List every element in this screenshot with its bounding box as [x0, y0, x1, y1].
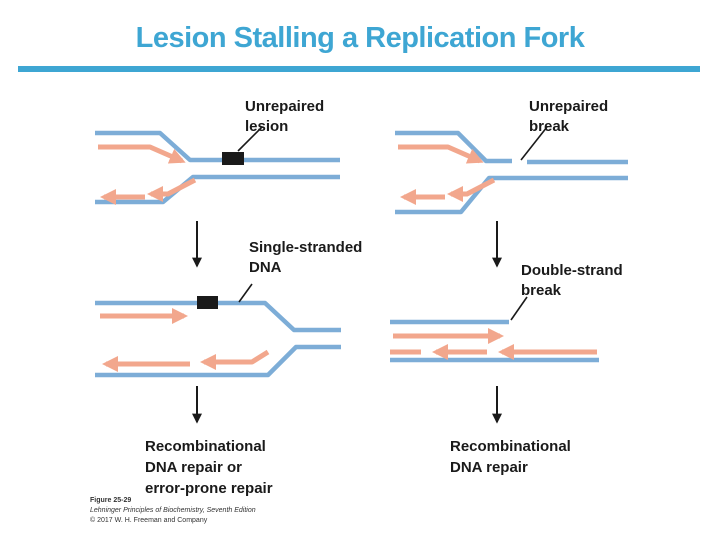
- slide-title: Lesion Stalling a Replication Fork: [135, 22, 585, 54]
- template-strand-top: [395, 130, 512, 164]
- figure-source: Lehninger Principles of Biochemistry, Se…: [90, 507, 256, 514]
- label-recombinational-repair-left: Recombinational DNA repair or error-pron…: [145, 438, 273, 497]
- label-unrepaired-break: Unrepaired break: [529, 98, 609, 135]
- template-strand-top: [95, 300, 341, 333]
- fork-with-single-stranded-gap: [95, 283, 341, 378]
- ssdna-pointer-line: [238, 283, 253, 303]
- template-strand-bottom: [395, 175, 628, 215]
- fork-with-unrepaired-lesion: [95, 126, 340, 206]
- lesion-box: [197, 296, 218, 309]
- title-divider: [18, 66, 700, 72]
- label-unrepaired-lesion: Unrepaired lesion: [245, 98, 325, 135]
- label-single-stranded-dna: Single-stranded DNA: [249, 239, 363, 276]
- duplex-with-double-strand-break: [390, 296, 599, 363]
- okazaki-fragment-arrow: [199, 349, 270, 371]
- label-double-strand-break: Double-strand break: [521, 262, 623, 299]
- figure-number: Figure 25-29: [90, 497, 132, 504]
- template-strand-top: [95, 130, 340, 163]
- fork-with-unrepaired-break: [395, 126, 628, 215]
- okazaki-fragment-arrow: [146, 177, 197, 203]
- figure-copyright: © 2017 W. H. Freeman and Company: [90, 517, 208, 524]
- lesion-box: [222, 152, 244, 165]
- leading-strand-arrow: [98, 144, 186, 164]
- figure-caption: Figure 25-29 Lehninger Principles of Bio…: [90, 496, 256, 526]
- leading-strand-arrow: [398, 144, 484, 164]
- template-strand-bottom: [95, 344, 341, 378]
- template-strand-bottom: [95, 174, 340, 205]
- label-recombinational-repair-right: Recombinational DNA repair: [450, 438, 571, 476]
- okazaki-fragment-arrow: [446, 177, 496, 203]
